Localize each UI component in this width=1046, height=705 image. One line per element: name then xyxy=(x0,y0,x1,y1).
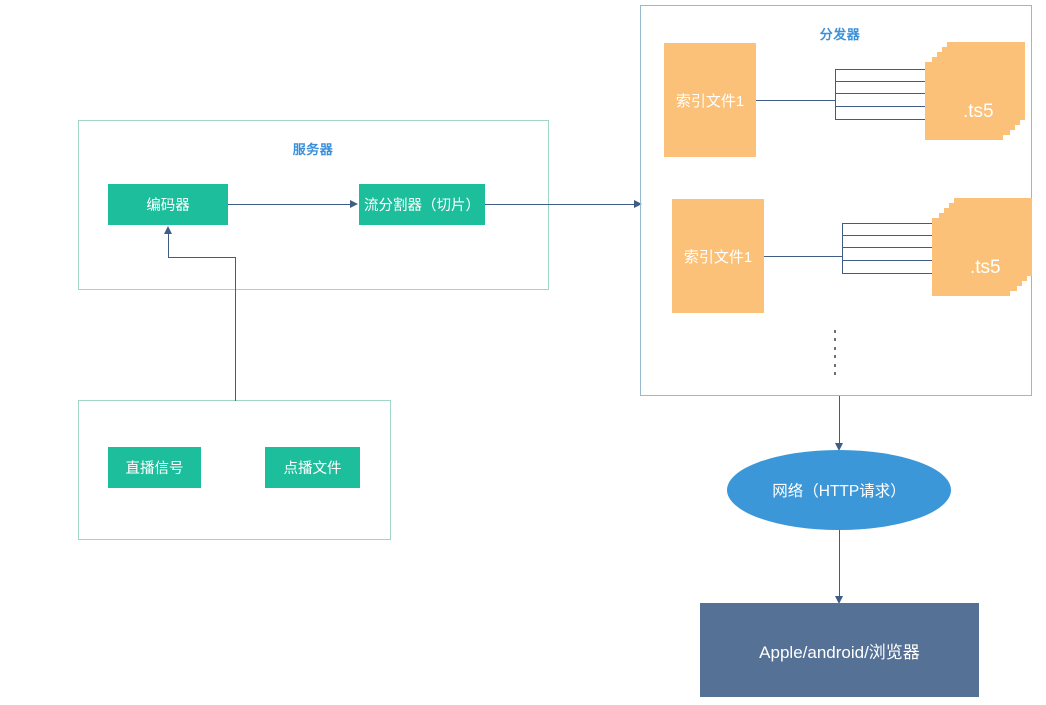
distributor-group-title: 分发器 xyxy=(819,27,861,42)
ts-sheet xyxy=(925,62,1003,140)
sources-group-box xyxy=(78,400,391,540)
live-signal-node[interactable]: 直播信号 xyxy=(108,447,201,488)
connector-sources-to-encoder-arrowhead xyxy=(164,226,172,234)
ts-segment-label-2: .ts5 xyxy=(970,257,1001,278)
ts-segment-label-1: .ts5 xyxy=(963,101,994,122)
connector-encoder-to-splitter-arrowhead xyxy=(350,200,358,208)
ts-segment-stack-1[interactable] xyxy=(925,42,1025,140)
segment-bracket-2 xyxy=(842,223,974,274)
connector-distributor-to-network-arrowhead xyxy=(835,443,843,451)
connector-index2-to-segments xyxy=(764,256,842,257)
ts-segment-stack-2[interactable] xyxy=(932,198,1032,296)
connector-distributor-to-network xyxy=(839,396,840,445)
index-file-node-1[interactable]: 索引文件1 xyxy=(664,43,756,157)
more-rows-ellipsis-icon xyxy=(833,330,837,375)
ts-sheet xyxy=(932,218,1010,296)
connector-splitter-to-distributor-arrowhead xyxy=(634,200,642,208)
encoder-node[interactable]: 编码器 xyxy=(108,184,228,225)
connector-splitter-to-distributor xyxy=(485,204,640,205)
server-group-box xyxy=(78,120,549,290)
connector-network-to-clients-arrowhead xyxy=(835,596,843,604)
connector-sources-to-encoder-stem xyxy=(168,233,169,258)
server-group-title: 服务器 xyxy=(292,142,334,157)
connector-index1-to-segments xyxy=(756,100,835,101)
segment-bracket-1 xyxy=(835,69,976,120)
connector-encoder-to-splitter xyxy=(228,204,351,205)
connector-sources-to-encoder-riser xyxy=(235,257,236,401)
index-file-node-2[interactable]: 索引文件1 xyxy=(672,199,764,313)
connector-sources-to-encoder-run xyxy=(168,257,236,258)
network-node[interactable]: 网络（HTTP请求） xyxy=(727,450,951,530)
stream-splitter-node[interactable]: 流分割器（切片） xyxy=(359,184,485,225)
client-devices-node[interactable]: Apple/android/浏览器 xyxy=(700,603,979,697)
vod-file-node[interactable]: 点播文件 xyxy=(265,447,360,488)
connector-network-to-clients xyxy=(839,530,840,599)
